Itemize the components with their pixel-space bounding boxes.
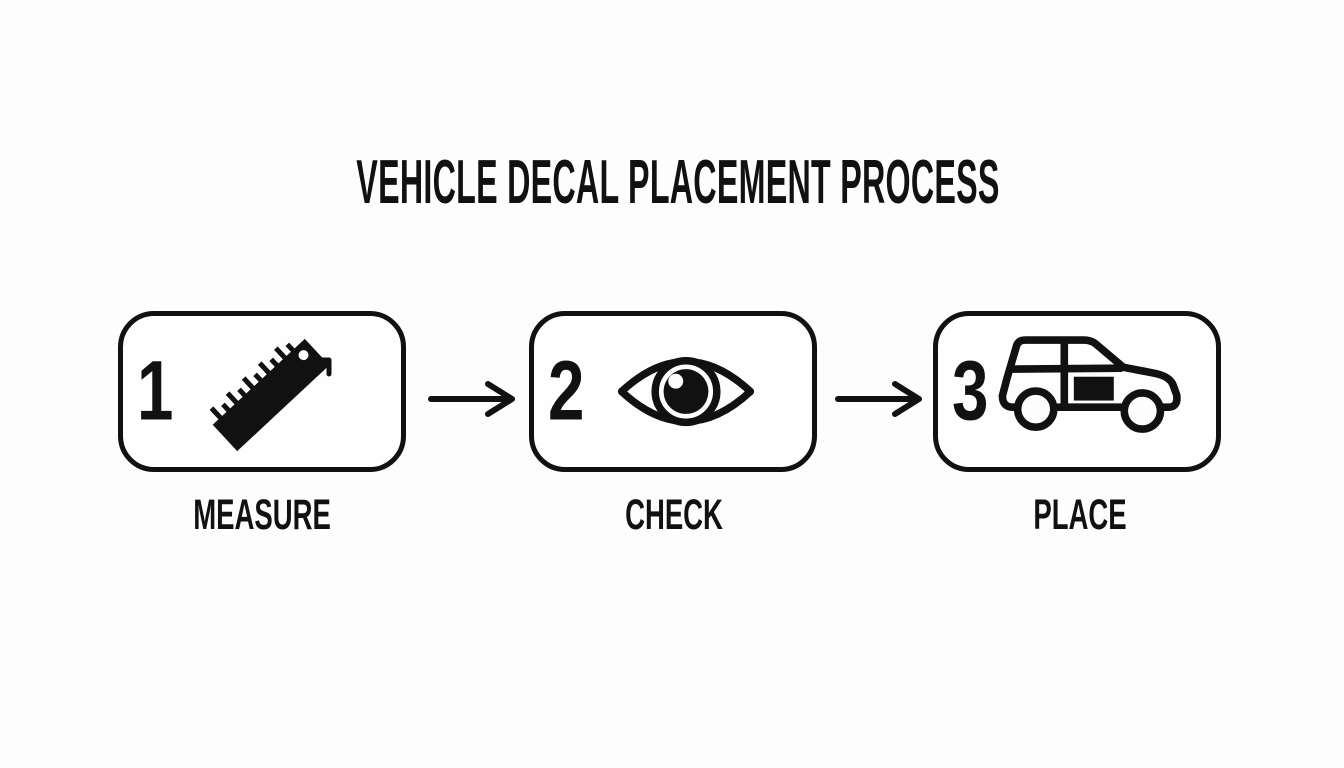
step-box-place: 3 bbox=[933, 311, 1221, 472]
arrow-right-icon bbox=[428, 377, 518, 421]
ruler-icon bbox=[123, 316, 401, 467]
step-label-measure: MEASURE bbox=[193, 491, 331, 539]
step-number-2: 2 bbox=[548, 342, 585, 437]
eye-icon bbox=[534, 316, 812, 467]
step-box-measure: 1 bbox=[118, 311, 406, 472]
step-label-check: CHECK bbox=[625, 491, 723, 539]
step-label-place: PLACE bbox=[1033, 491, 1127, 539]
step-number-3: 3 bbox=[952, 342, 989, 437]
step-number-1: 1 bbox=[137, 342, 174, 437]
page-title: VEHICLE DECAL PLACEMENT PROCESS bbox=[356, 148, 1000, 217]
car-decal-icon bbox=[938, 316, 1216, 467]
arrow-right-icon bbox=[835, 377, 925, 421]
step-box-check: 2 bbox=[529, 311, 817, 472]
